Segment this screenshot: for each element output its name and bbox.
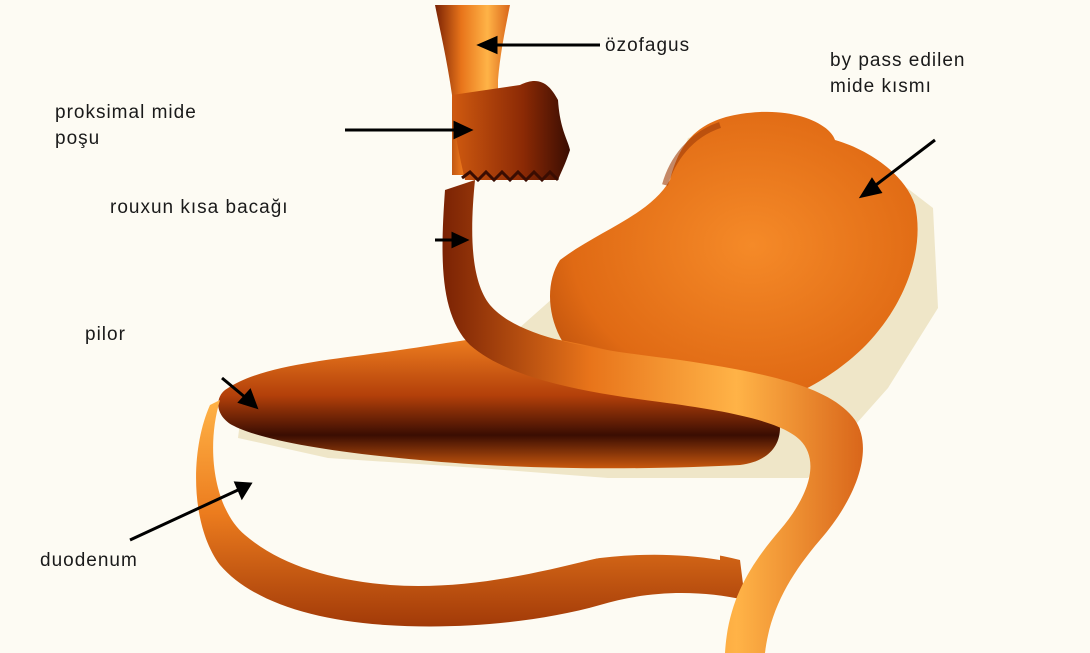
label-ozofagus-text: özofagus <box>605 35 690 56</box>
label-roux-text: rouxun kısa bacağı <box>110 197 289 218</box>
label-pilor: pilor <box>85 322 126 348</box>
label-proksimal-line2: poşu <box>55 126 197 152</box>
label-ozofagus: özofagus <box>605 33 690 59</box>
label-pilor-text: pilor <box>85 324 126 345</box>
label-duodenum-text: duodenum <box>40 550 138 571</box>
label-roux: rouxun kısa bacağı <box>110 195 289 221</box>
label-bypass-line1: by pass edilen <box>830 48 965 74</box>
label-proksimal: proksimal mide poşu <box>55 100 197 152</box>
label-bypass-line2: mide kısmı <box>830 74 965 100</box>
label-proksimal-line1: proksimal mide <box>55 100 197 126</box>
label-bypass: by pass edilen mide kısmı <box>830 48 965 100</box>
label-duodenum: duodenum <box>40 548 138 574</box>
